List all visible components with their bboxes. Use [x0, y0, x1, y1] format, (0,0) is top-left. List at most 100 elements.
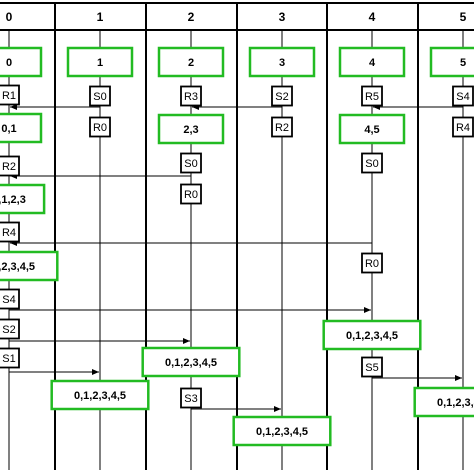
op-box-frame [180, 183, 202, 205]
op-box-5-2: R4 [452, 116, 474, 138]
op-box-0-1: R1 [0, 84, 20, 106]
op-box-0-5: R4 [0, 221, 20, 243]
op-box-frame [0, 84, 20, 106]
set-box-3-3: 0,1,2,3,4,5 [232, 415, 332, 447]
set-box-frame [248, 46, 316, 78]
set-box-frame [429, 46, 474, 78]
set-box-4-2: 4,5 [338, 113, 406, 145]
process-header-1: 1 [97, 10, 104, 24]
op-label: R2 [275, 122, 289, 134]
op-label: S3 [184, 393, 197, 405]
op-box-1-2: R0 [89, 116, 111, 138]
set-label: 5 [460, 57, 466, 69]
op-box-frame [180, 152, 202, 174]
op-label: R3 [184, 91, 198, 103]
set-label: 3 [279, 57, 285, 69]
set-box-frame [141, 346, 241, 378]
op-box-2-4: R0 [180, 183, 202, 205]
op-box-4-4: R0 [361, 252, 383, 274]
op-box-frame [180, 387, 202, 409]
set-label: 0,1,2,3,4,5 [74, 390, 126, 402]
set-label: 2 [188, 57, 194, 69]
op-box-3-2: R2 [271, 116, 293, 138]
set-box-5-0: 5 [429, 46, 474, 78]
set-box-frame [0, 46, 43, 78]
op-label: R0 [365, 258, 379, 270]
set-box-5-3: 0,1,2,3,4,5 [413, 386, 474, 418]
set-box-frame [322, 319, 422, 351]
process-header-4: 4 [369, 10, 376, 24]
set-box-2-5: 0,1,2,3,4,5 [141, 346, 241, 378]
op-box-0-7: S4 [0, 288, 20, 310]
op-box-4-3: S0 [361, 152, 383, 174]
set-box-4-5: 0,1,2,3,4,5 [322, 319, 422, 351]
node-layer: 0R10,1R20,1,2,3R40,1,2,3,4,5S4S2S11S0R00… [0, 46, 474, 447]
set-box-frame [338, 46, 406, 78]
set-label: 4,5 [364, 124, 379, 136]
op-box-1-1: S0 [89, 85, 111, 107]
op-box-frame [361, 152, 383, 174]
process-header-3: 3 [279, 10, 286, 24]
set-label: 0,1,2,3,4,5 [346, 330, 398, 342]
op-label: S0 [93, 91, 106, 103]
set-box-2-2: 2,3 [157, 113, 225, 145]
op-label: S5 [365, 362, 378, 374]
header-row: 0 1 2 3 4 5 [6, 10, 467, 24]
set-box-frame [0, 183, 46, 215]
op-box-0-8: S2 [0, 318, 20, 340]
op-label: R4 [456, 122, 470, 134]
set-label: 0 [6, 57, 12, 69]
set-box-0-4: 0,1,2,3 [0, 183, 46, 215]
op-label: S2 [275, 91, 288, 103]
set-box-0-0: 0 [0, 46, 43, 78]
op-box-frame [180, 85, 202, 107]
op-box-frame [452, 85, 474, 107]
op-box-5-1: S4 [452, 85, 474, 107]
set-label: 0,1,2,3,4,5 [256, 426, 308, 438]
op-box-frame [0, 221, 20, 243]
set-box-2-0: 2 [157, 46, 225, 78]
set-box-frame [413, 386, 474, 418]
process-header-2: 2 [188, 10, 195, 24]
op-label: S1 [2, 353, 15, 365]
op-label: R2 [2, 161, 16, 173]
set-label: 0,1,2,3,4,5 [437, 397, 474, 409]
op-box-frame [0, 347, 20, 369]
set-label: 0,1,2,3 [0, 194, 26, 206]
op-box-frame [89, 85, 111, 107]
op-box-frame [0, 318, 20, 340]
op-label: S0 [365, 158, 378, 170]
op-label: S4 [456, 91, 469, 103]
op-label: S4 [2, 294, 15, 306]
process-header-0: 0 [6, 10, 13, 24]
set-box-0-2: 0,1 [0, 112, 43, 144]
set-label: 4 [369, 57, 376, 69]
op-label: R4 [2, 227, 16, 239]
op-box-2-1: R3 [180, 85, 202, 107]
op-box-frame [0, 155, 20, 177]
set-box-frame [50, 379, 150, 411]
set-box-3-0: 3 [248, 46, 316, 78]
op-box-0-3: R2 [0, 155, 20, 177]
op-label: R5 [365, 91, 379, 103]
message-layer [9, 104, 463, 412]
op-box-frame [361, 85, 383, 107]
set-box-1-0: 1 [66, 46, 134, 78]
op-box-4-1: R5 [361, 85, 383, 107]
op-box-frame [89, 116, 111, 138]
op-box-4-6: S5 [361, 356, 383, 378]
set-box-frame [66, 46, 134, 78]
set-box-0-6: 0,1,2,3,4,5 [0, 250, 59, 282]
set-label: 0,1,2,3,4,5 [0, 261, 35, 273]
set-box-frame [0, 250, 59, 282]
process-header-5: 5 [460, 10, 467, 24]
op-box-2-3: S0 [180, 152, 202, 174]
set-label: 0,1 [1, 123, 16, 135]
set-box-frame [0, 112, 43, 144]
op-box-frame [0, 288, 20, 310]
op-box-2-6: S3 [180, 387, 202, 409]
op-label: R1 [2, 90, 16, 102]
set-box-frame [157, 46, 225, 78]
